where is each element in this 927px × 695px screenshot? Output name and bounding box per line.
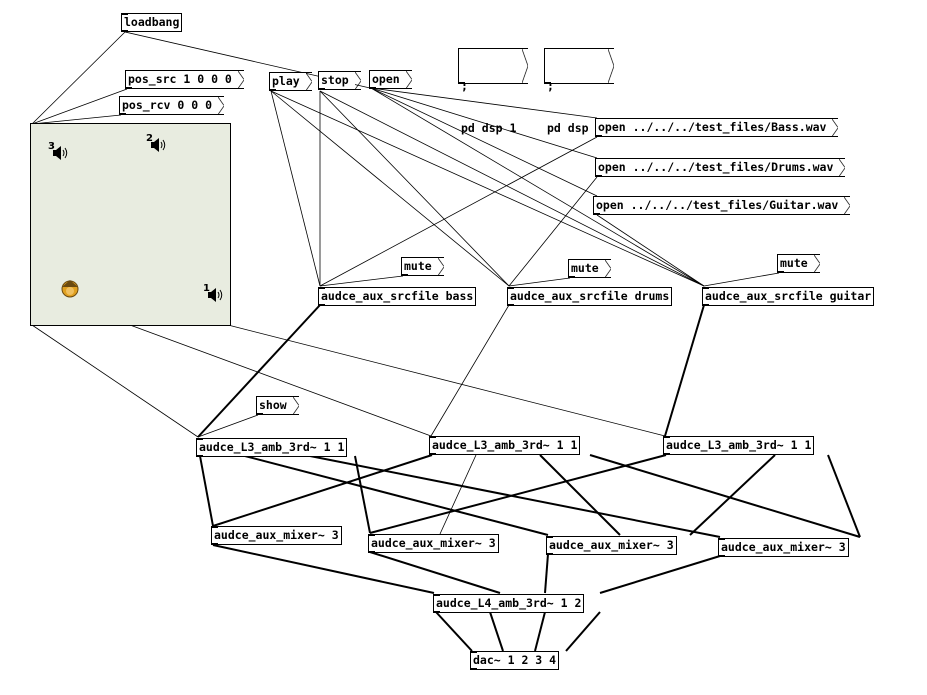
speaker-icon xyxy=(208,288,223,302)
mixer-object-4[interactable]: audce_aux_mixer~ 3 xyxy=(718,538,849,557)
mixer-object-2[interactable]: audce_aux_mixer~ 3 xyxy=(368,534,499,553)
speaker-icon xyxy=(53,146,68,160)
open-guitar-message[interactable]: open ../../../test_files/Guitar.wav xyxy=(593,196,851,215)
l3-amb-object-c[interactable]: audce_L3_amb_3rd~ 1 1 xyxy=(663,436,815,455)
listener-head-icon[interactable] xyxy=(60,279,80,299)
speaker-3-label: 3 xyxy=(48,141,55,152)
speaker-3[interactable]: 3 xyxy=(48,141,70,162)
mixer-object-1[interactable]: audce_aux_mixer~ 3 xyxy=(211,526,342,545)
mixer-object-3[interactable]: audce_aux_mixer~ 3 xyxy=(546,536,677,555)
speaker-2-label: 2 xyxy=(146,133,153,144)
mute-bass-message[interactable]: mute xyxy=(401,257,444,276)
srcfile-guitar-object[interactable]: audce_aux_srcfile guitar xyxy=(702,287,875,306)
loadbang-object[interactable]: loadbang xyxy=(121,13,183,32)
dsp-on-command: pd dsp 1 xyxy=(461,121,517,135)
dsp-on-message[interactable]: ; pd dsp 1 xyxy=(458,48,529,135)
srcfile-bass-object[interactable]: audce_aux_srcfile bass xyxy=(318,287,477,306)
pos-src-message[interactable]: pos_src 1 0 0 0 xyxy=(125,70,244,89)
mute-guitar-message[interactable]: mute xyxy=(777,254,820,273)
dsp-off-message[interactable]: ; pd dsp 0 xyxy=(544,48,615,135)
speaker-1-label: 1 xyxy=(203,283,210,294)
source-position-canvas[interactable]: 3 2 1 xyxy=(30,123,231,326)
dac-object[interactable]: dac~ 1 2 3 4 xyxy=(470,651,560,670)
l4-amb-object[interactable]: audce_L4_amb_3rd~ 1 2 xyxy=(433,594,585,613)
dsp-on-semicolon: ; xyxy=(461,79,468,93)
open-bass-message[interactable]: open ../../../test_files/Bass.wav xyxy=(595,118,839,137)
mute-drums-message[interactable]: mute xyxy=(568,259,611,278)
speaker-2[interactable]: 2 xyxy=(146,133,168,154)
dsp-off-semicolon: ; xyxy=(547,79,554,93)
l3-amb-object-a[interactable]: audce_L3_amb_3rd~ 1 1 xyxy=(196,438,348,457)
speaker-1[interactable]: 1 xyxy=(203,283,225,304)
show-message[interactable]: show xyxy=(256,396,299,415)
pos-rcv-message[interactable]: pos_rcv 0 0 0 xyxy=(119,96,225,115)
open-message[interactable]: open xyxy=(369,70,412,89)
speaker-icon xyxy=(151,138,166,152)
stop-message[interactable]: stop xyxy=(318,71,361,90)
open-drums-message[interactable]: open ../../../test_files/Drums.wav xyxy=(595,158,846,177)
l3-amb-object-b[interactable]: audce_L3_amb_3rd~ 1 1 xyxy=(429,436,581,455)
play-message[interactable]: play xyxy=(269,72,312,91)
srcfile-drums-object[interactable]: audce_aux_srcfile drums xyxy=(507,287,673,306)
